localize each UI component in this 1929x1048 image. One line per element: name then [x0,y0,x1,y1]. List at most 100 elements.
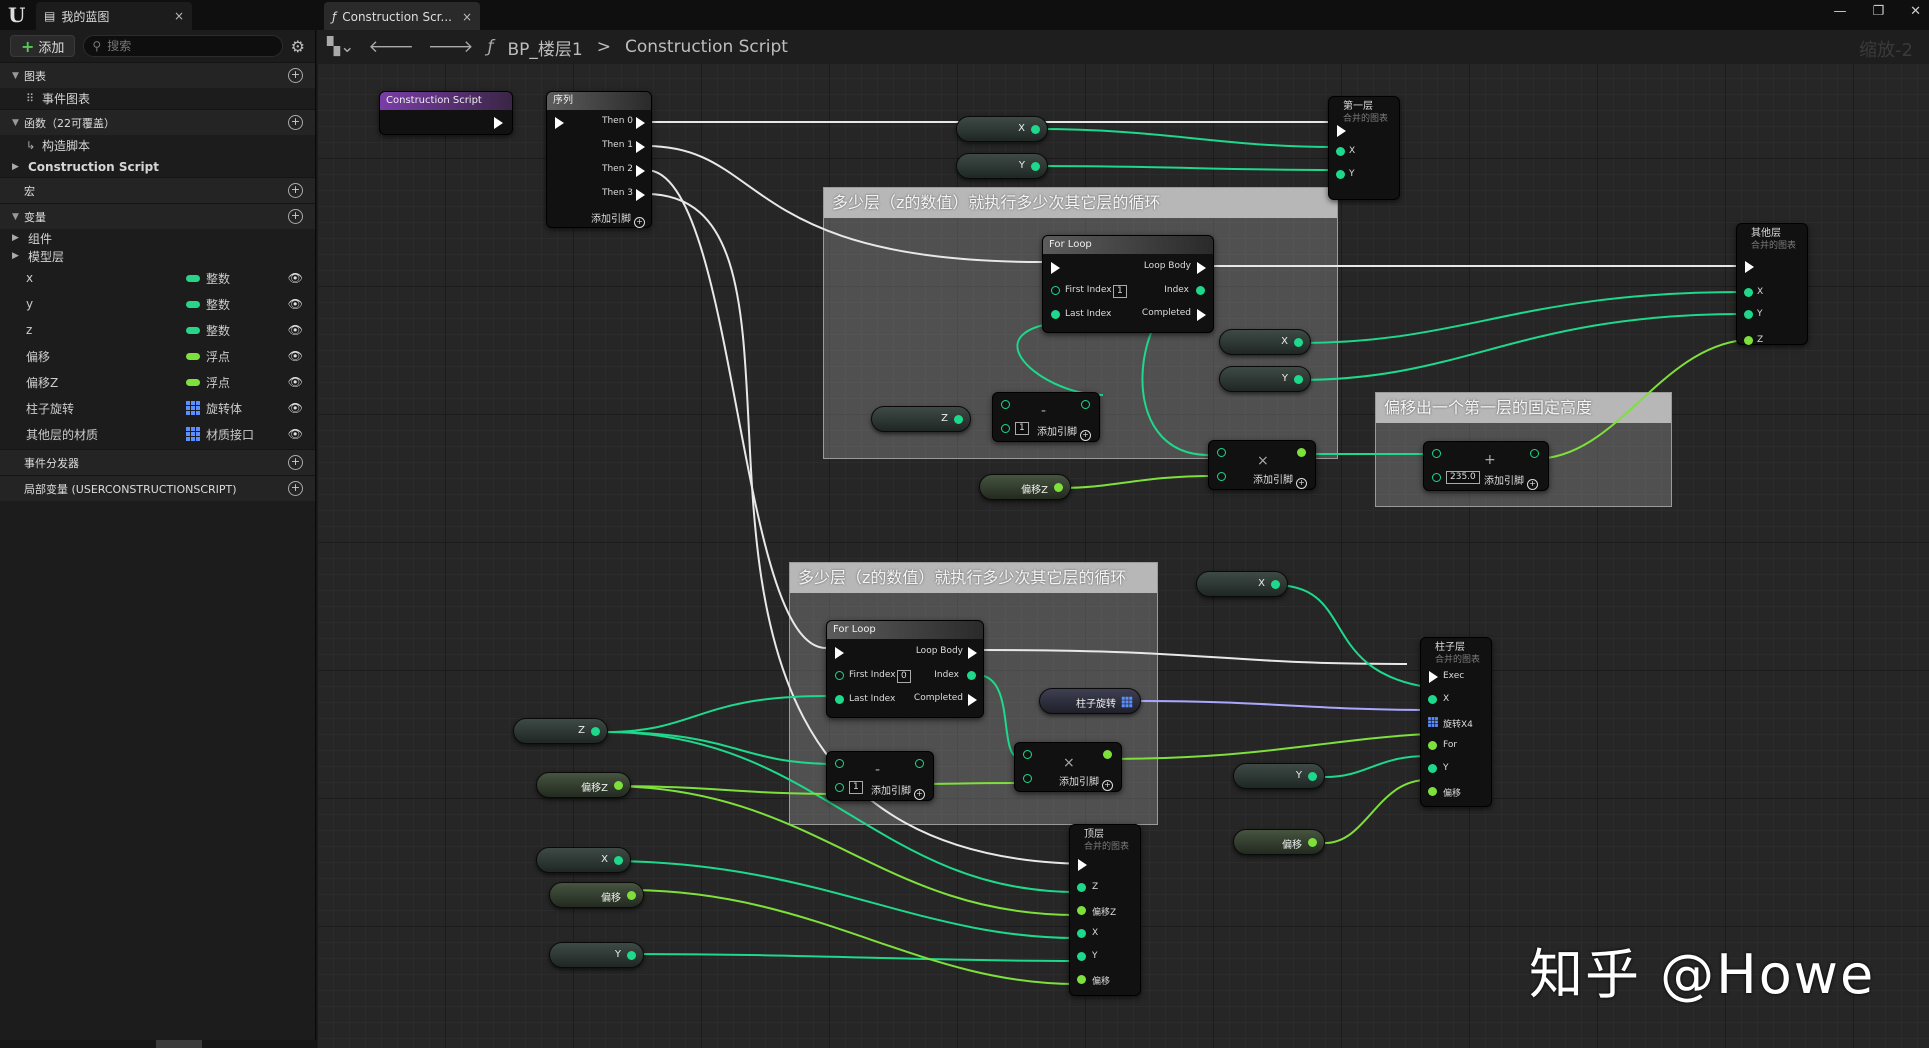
multiply-node-upper[interactable]: × 添加引脚+ [1208,440,1316,490]
completed-pin[interactable]: Completed [913,693,963,703]
first-index-pin[interactable] [835,671,844,680]
z-pin[interactable] [1077,883,1086,892]
construct-script-item[interactable]: ↳ 构造脚本 [0,135,315,156]
y-pin[interactable] [1336,170,1345,179]
section-functions[interactable]: ▼ 函数（22可覆盖） + [0,109,315,135]
get-offset-node[interactable]: 偏移 [1233,829,1325,855]
then-2-icon[interactable] [636,165,645,177]
x-pin[interactable] [1744,288,1753,297]
loop-body-pin[interactable]: Loop Body [1143,261,1191,271]
back-arrow-icon[interactable]: 🡐 [368,37,414,57]
variable-pillar-rotation[interactable]: 柱子旋转 旋转体 👁 [26,401,303,416]
get-x-node[interactable]: X [956,116,1048,142]
input-b-pin[interactable] [1432,473,1441,482]
input-a-pin[interactable] [1001,400,1010,409]
input-a-pin[interactable] [1432,449,1441,458]
add-pin-button[interactable]: 添加引脚+ [1484,472,1538,490]
exec-in-pin[interactable] [1429,671,1438,683]
exec-in-pin[interactable] [835,647,844,659]
section-graphs[interactable]: ▼ 图表 + [0,62,315,88]
output-pin[interactable] [1271,580,1280,589]
add-button[interactable]: + 添加 [10,35,76,57]
add-pin-button[interactable]: 添加引脚+ [871,782,925,800]
get-offset-z-node[interactable]: 偏移Z [979,474,1071,500]
add-pin-button[interactable]: 添加引脚+ [591,210,645,228]
scrollbar-thumb[interactable] [156,1040,202,1048]
output-pin[interactable] [1294,375,1303,384]
subtract-node-upper[interactable]: - 1 添加引脚+ [992,392,1100,442]
eye-icon[interactable]: 👁 [287,271,303,285]
index-pin[interactable]: Index [1164,285,1189,295]
add-dispatcher-icon[interactable]: + [288,455,303,470]
add-pin-button[interactable]: 添加引脚+ [1253,471,1307,489]
input-b-value[interactable]: 1 [1015,422,1029,435]
offset-pin[interactable] [1077,975,1086,984]
last-index-pin[interactable] [835,695,844,704]
input-a-pin[interactable] [1023,750,1032,759]
y-pin[interactable] [1744,310,1753,319]
minimize-icon[interactable]: — [1833,4,1847,19]
subtract-node-lower[interactable]: - 1 添加引脚+ [826,751,934,801]
add-pin-button[interactable]: 添加引脚+ [1037,423,1091,441]
construction-script-item[interactable]: ▶ Construction Script [0,156,315,177]
then-1-icon[interactable] [636,141,645,153]
close-window-icon[interactable]: ✕ [1910,4,1921,19]
event-graph-item[interactable]: ⠿ 事件图表 [0,88,315,109]
add-pin-button[interactable]: 添加引脚+ [1059,773,1113,791]
construction-script-event-node[interactable]: Construction Script [379,91,513,135]
input-b-pin[interactable] [1001,424,1010,433]
model-layer-category[interactable]: ▶ 模型层 [0,247,315,265]
x-pin[interactable] [1077,929,1086,938]
y-pin[interactable] [1428,764,1437,773]
breadcrumb-function[interactable]: Construction Script [625,37,788,57]
get-y-node[interactable]: Y [1233,763,1325,789]
loop-body-pin[interactable]: Loop Body [915,646,963,656]
completed-pin[interactable]: Completed [1141,308,1191,318]
close-icon[interactable]: × [461,10,472,24]
then-2-pin[interactable]: Then 2 [601,164,633,174]
variable-offset[interactable]: 偏移 浮点 👁 [26,349,303,364]
eye-icon[interactable]: 👁 [287,297,303,311]
section-local-variables[interactable]: 局部变量 (USERCONSTRUCTIONSCRIPT) + [0,475,315,501]
input-b-value[interactable]: 235.0 [1446,471,1480,484]
output-pin[interactable] [1054,483,1063,492]
panel-scrollbar[interactable] [0,1040,316,1048]
x-pin[interactable] [1428,695,1437,704]
exec-in-pin[interactable] [1051,262,1060,274]
output-pin[interactable] [591,727,600,736]
z-pin[interactable] [1744,336,1753,345]
get-offset-node[interactable]: 偏移 [549,882,644,908]
eye-icon[interactable]: 👁 [287,427,303,441]
first-index-pin[interactable] [1051,286,1060,295]
section-variables[interactable]: ▼ 变量 + [0,203,315,229]
close-icon[interactable]: × [173,9,184,23]
variable-other-material[interactable]: 其他层的材质 材质接口 👁 [26,427,303,442]
output-pin[interactable] [1031,125,1040,134]
variable-x[interactable]: x 整数 👁 [26,271,303,286]
section-macros[interactable]: 宏 + [0,177,315,203]
get-y-node[interactable]: Y [1219,366,1311,392]
add-local-variable-icon[interactable]: + [288,481,303,496]
other-floors-collapsed-graph[interactable]: 其他层合并的图表 X Y Z [1736,223,1808,345]
graph-canvas[interactable]: ▚⌄ 🡐 🡒 ƒ BP_楼层1 > Construction Script 缩放… [317,30,1929,1048]
index-pin[interactable]: Index [934,670,959,680]
for-loop-node-lower[interactable]: For Loop Loop Body First Index 0 Index L… [826,620,984,718]
variable-y[interactable]: y 整数 👁 [26,297,303,312]
input-b-value[interactable]: 1 [849,781,863,794]
input-a-pin[interactable] [1217,448,1226,457]
eye-icon[interactable]: 👁 [287,349,303,363]
for-pin[interactable] [1428,741,1437,750]
gear-icon[interactable]: ⚙ [290,36,305,56]
exec-in-pin[interactable] [1078,859,1087,871]
input-a-pin[interactable] [835,759,844,768]
for-loop-node-upper[interactable]: For Loop Loop Body First Index 1 Index L… [1042,235,1214,333]
output-pin[interactable] [1081,400,1090,409]
get-offset-z-node[interactable]: 偏移Z [536,772,631,798]
first-floor-collapsed-graph[interactable]: 第一层合并的图表 X Y [1328,96,1400,200]
last-index-pin[interactable] [1051,310,1060,319]
rotator-pin-icon[interactable] [1121,696,1133,708]
loop-body-icon[interactable] [968,647,977,659]
output-pin[interactable] [1308,772,1317,781]
section-event-dispatchers[interactable]: 事件分发器 + [0,449,315,475]
first-index-value[interactable]: 1 [1113,285,1127,298]
